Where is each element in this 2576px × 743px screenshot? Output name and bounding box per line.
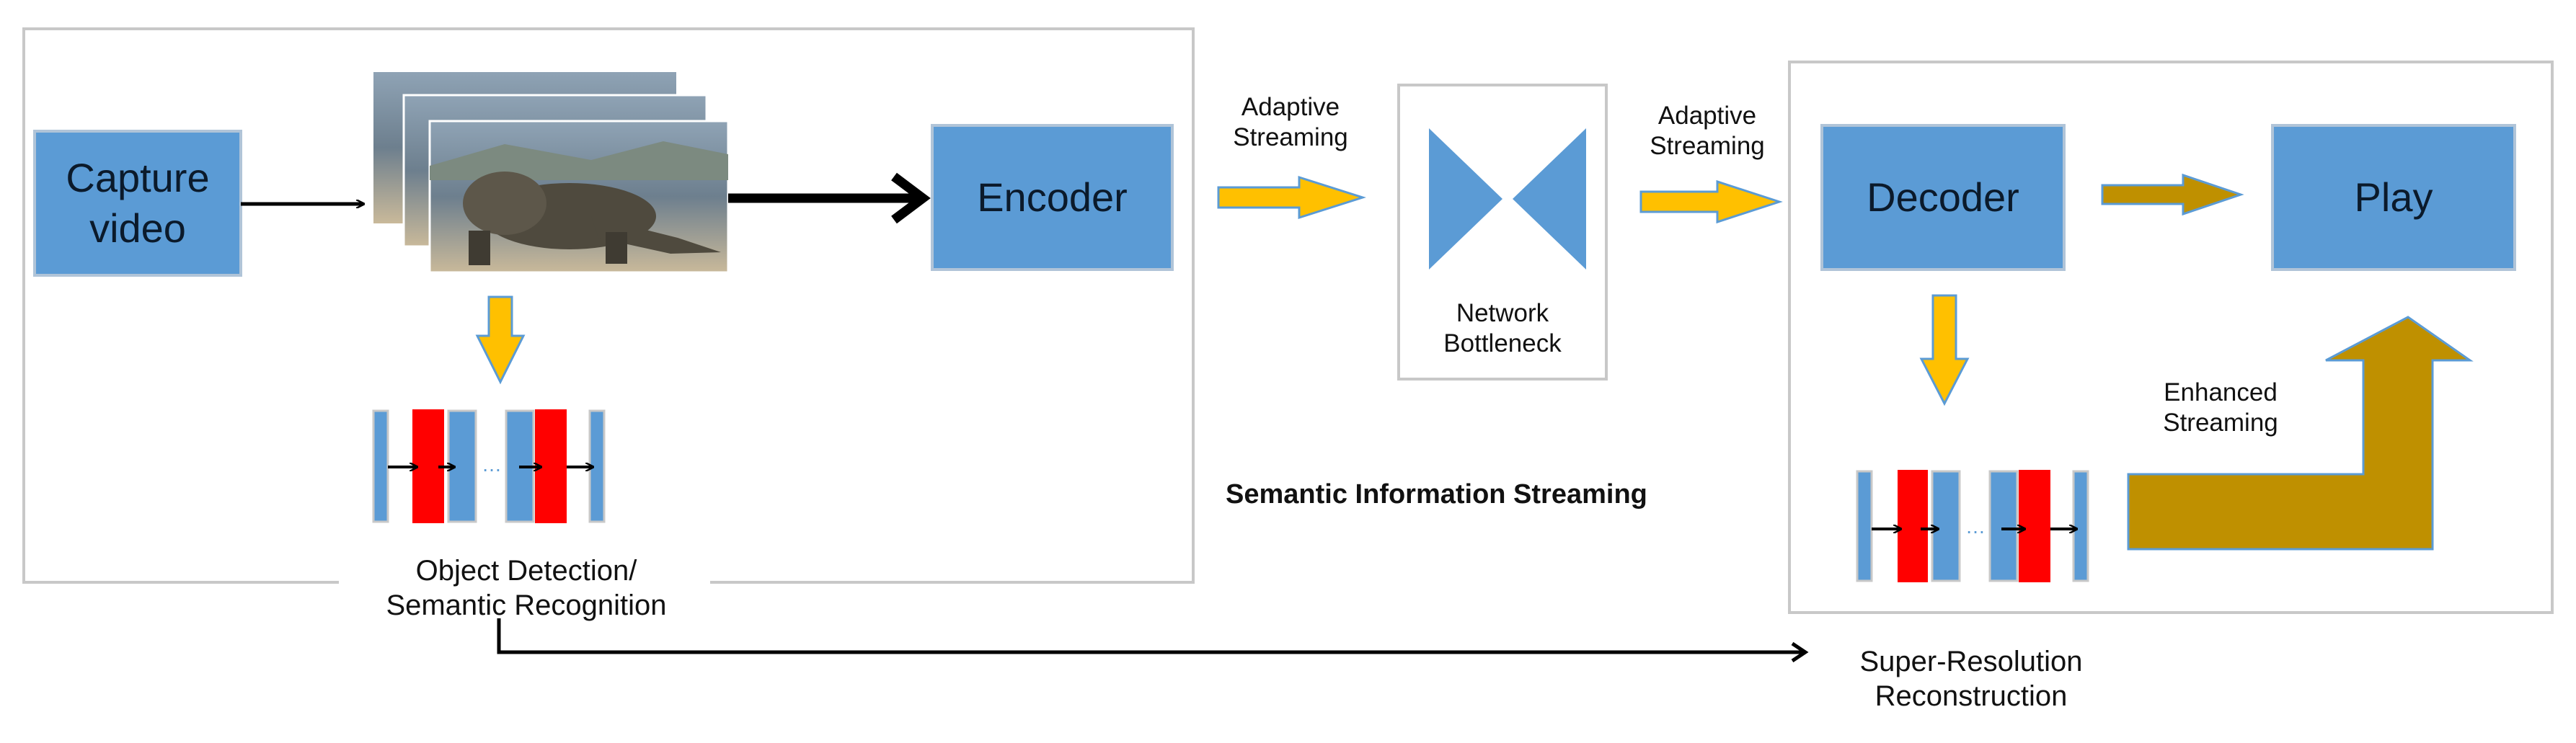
superres-network-icon	[1856, 470, 2089, 582]
ellipsis-sender: …	[482, 453, 502, 476]
frames-down-arrow	[475, 295, 526, 385]
super-resolution-label: Super-Resolution Reconstruction	[1859, 646, 2083, 712]
decoder-label: Decoder	[1867, 174, 2019, 220]
encoder-box	[931, 124, 1174, 271]
decoder-box	[1820, 124, 2066, 271]
adaptive-arrow-1	[1217, 175, 1366, 220]
object-detection-label: Object Detection/ Semantic Recognition	[386, 555, 667, 621]
bottleneck-frame	[1397, 84, 1608, 381]
play-label: Play	[2354, 174, 2433, 220]
capture-video-label: Capture video	[66, 155, 210, 251]
play-box	[2271, 124, 2516, 271]
frames-to-encoder-arrow	[728, 172, 931, 224]
network-bottleneck-label: Network Bottleneck	[1443, 299, 1562, 357]
receiver-frame	[1788, 61, 2554, 614]
enhanced-streaming-label: Enhanced Streaming	[2163, 378, 2278, 437]
ellipsis-receiver: …	[1965, 515, 1986, 538]
video-frames-stack	[373, 72, 730, 274]
enhanced-streaming-arrow	[2127, 316, 2474, 551]
adaptive-arrow-2	[1639, 179, 1783, 224]
semantic-to-superres-arrow	[497, 618, 1809, 663]
semantic-info-streaming-label: Semantic Information Streaming	[1226, 479, 1647, 510]
recognition-network-icon	[372, 409, 606, 523]
adaptive-streaming-label-1: Adaptive Streaming	[1233, 93, 1348, 151]
decoder-down-arrow	[1919, 294, 1970, 406]
sender-frame	[22, 27, 1195, 584]
decoder-to-play-arrow	[2101, 173, 2244, 216]
encoder-label: Encoder	[977, 174, 1128, 220]
bottleneck-bowtie-icon	[1429, 128, 1586, 270]
capture-video-box	[33, 130, 242, 277]
adaptive-streaming-label-2: Adaptive Streaming	[1650, 102, 1765, 160]
